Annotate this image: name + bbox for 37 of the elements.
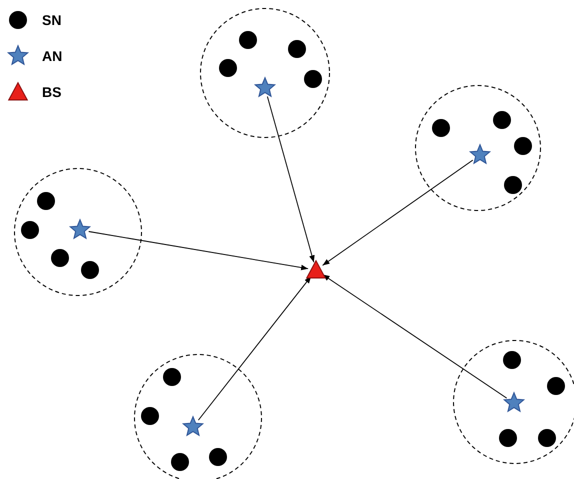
node-dot <box>504 176 522 194</box>
legend-label: BS <box>42 84 62 100</box>
node-dot <box>493 111 511 129</box>
legend-label: SN <box>42 12 62 28</box>
node-dot <box>163 368 181 386</box>
node-dot <box>503 351 521 369</box>
node-dot <box>547 377 565 395</box>
node-dot <box>219 59 237 77</box>
star-marker <box>469 144 491 166</box>
node-dot <box>21 221 39 239</box>
node-dot <box>209 448 227 466</box>
node-dot <box>432 119 450 137</box>
arrow <box>88 231 309 270</box>
triangle-marker <box>306 260 326 280</box>
node-dot <box>141 407 159 425</box>
node-dot <box>514 137 532 155</box>
star-marker <box>503 392 525 414</box>
arrow <box>322 160 474 266</box>
node-dot <box>288 40 306 58</box>
node-dot <box>171 453 189 471</box>
node-dot <box>538 429 556 447</box>
node-dot <box>304 70 322 88</box>
arrow <box>198 276 312 421</box>
node-dot <box>51 249 69 267</box>
node-dot <box>499 429 517 447</box>
node-dot <box>239 31 257 49</box>
node-dot <box>37 192 55 210</box>
node-dot <box>81 261 99 279</box>
dashed-cluster-circle <box>14 168 142 296</box>
dashed-cluster-circle <box>415 85 541 211</box>
arrow <box>266 96 315 263</box>
legend-label: AN <box>42 48 62 64</box>
star-marker <box>69 219 91 241</box>
arrow <box>322 274 508 399</box>
dashed-cluster-circle <box>200 8 330 138</box>
star-marker <box>254 77 276 99</box>
star-marker <box>182 416 204 438</box>
